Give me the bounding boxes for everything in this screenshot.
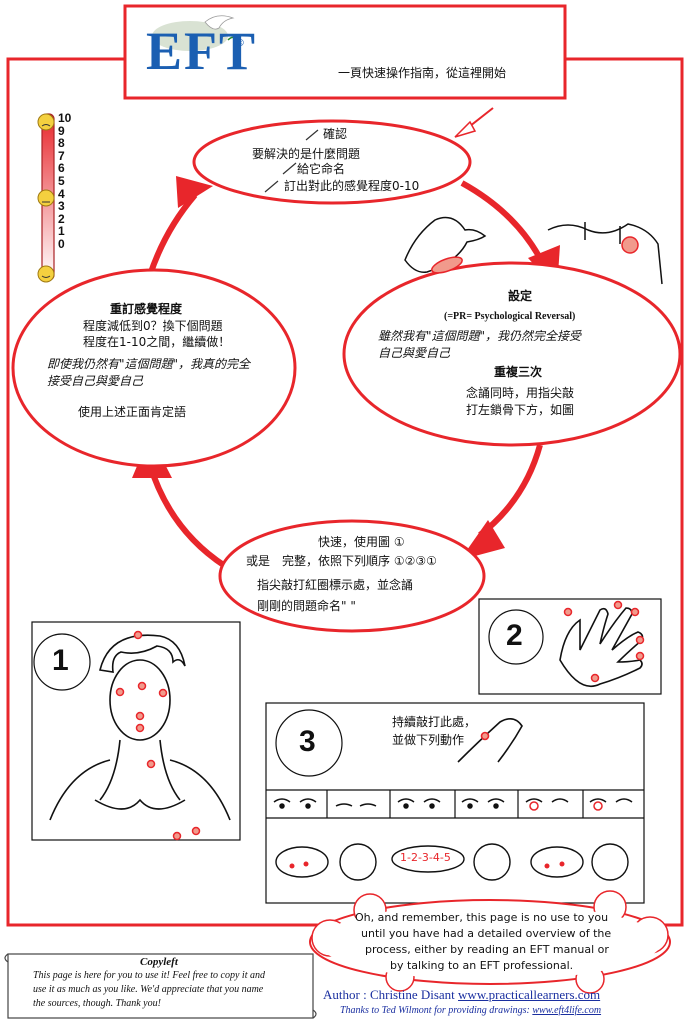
pencil-icon: [264, 129, 319, 193]
scale-label: 8: [58, 136, 65, 151]
panel-3-number: 3: [299, 725, 316, 758]
setup-title: 設定: [508, 289, 533, 303]
scale-label: 4: [58, 186, 65, 201]
cloud-line-3: process, either by reading an EFT manual…: [365, 943, 609, 956]
music-note-icons: [289, 861, 565, 869]
humming-counting-sketch: [275, 843, 629, 881]
confirm-line-rate: 訂出對此的感覺程度0-10: [284, 179, 420, 193]
tap-points-panel2: [563, 600, 645, 683]
copyleft-scroll: [7, 953, 314, 1019]
panel-1-number: 1: [52, 644, 69, 677]
ellipse-setup: [342, 261, 682, 447]
confirm-title: 確認: [323, 127, 348, 141]
chest-sketch: [547, 222, 663, 285]
tap-points-panel1: [115, 630, 201, 841]
sequence-line-3: 指尖敲打紅圈標示處，並念誦: [257, 578, 414, 592]
scale-label: 9: [58, 123, 65, 138]
eft-logo: EFT: [146, 21, 258, 81]
rerate-title: 重訂感覺程度: [110, 302, 183, 316]
face-chest-sketch: [49, 634, 231, 821]
author-label: Author : Christine Disant: [323, 987, 455, 1002]
scale-label: 2: [58, 211, 65, 226]
cloud-line-4: by talking to an EFT professional.: [390, 959, 574, 972]
header-subtitle: 一頁快速操作指南，從這裡開始: [338, 66, 507, 80]
panel-3-text-1: 持續敲打此處，: [392, 715, 477, 729]
rerate-line-4: 接受自己與愛自己: [47, 374, 144, 388]
setup-pr: (=PR= Psychological Reversal): [444, 311, 576, 322]
sequence-line-2: 或是 完整，依照下列順序 ①②③①: [246, 554, 437, 568]
scale-faces: [37, 113, 55, 283]
scale-label: 0: [58, 236, 65, 251]
rerate-line-1: 程度減低到0？換下個問題: [83, 319, 223, 333]
header-box: [123, 4, 567, 100]
ellipse-rerate: [11, 268, 297, 468]
cloud-line-2: until you have had a detailed overview o…: [361, 927, 612, 940]
thanks-line: Thanks to Ted Wilmont for providing draw…: [340, 1005, 601, 1017]
setup-affirm-2: 自己與愛自己: [378, 346, 451, 360]
scale-label: 3: [58, 199, 65, 214]
sequence-line-4: 剛剛的問題命名" ": [257, 599, 356, 613]
setup-tap-2: 打左鎖骨下方，如圖: [466, 403, 575, 417]
cloud-line-1: Oh, and remember, this page is no use to…: [355, 911, 609, 924]
setup-tap-1: 念誦同時，用指尖敲: [466, 386, 575, 400]
scale-label: 10: [58, 111, 72, 125]
copyleft-line-3: the sources, though. Thank you!: [33, 998, 161, 1009]
hand-chop-icon: [404, 216, 487, 274]
scale-label: 6: [58, 161, 65, 176]
rerate-line-3: 即使我仍然有"這個問題"，我真的完全: [47, 357, 251, 371]
eft-logo-icon: [152, 15, 239, 51]
thanks-link[interactable]: www.eft4life.com: [532, 1005, 602, 1016]
panel-2-number: 2: [506, 619, 523, 652]
setup-affirm-1: 雖然我有"這個問題"，我仍然完全接受: [378, 329, 582, 343]
panel-3-text-2: 並做下列動作: [392, 733, 465, 747]
gamut-hand-sketch: [457, 718, 523, 763]
sequence-line-1: 快速，使用圖 ①: [318, 535, 405, 549]
confirm-line-problem: 要解決的是什麼問題: [252, 147, 361, 161]
confirm-line-name: 給它命名: [297, 162, 346, 176]
rerate-line-2: 程度在1-10之間，繼續做！: [83, 335, 231, 349]
copyleft-title: Copyleft: [140, 956, 178, 968]
hand-sketch: [559, 607, 644, 688]
scale-label: 7: [58, 148, 65, 163]
rerate-line-5: 使用上述正面肯定語: [78, 405, 187, 419]
thanks-label: Thanks to Ted Wilmont for providing draw…: [340, 1005, 530, 1016]
scale-labels: 10 9 8 7 6 5 4 3 2 1 0: [58, 112, 78, 251]
eye-movement-icons: [273, 798, 633, 811]
registered-mark: ®: [235, 38, 245, 49]
author-line: Author : Christine Disant www.practicall…: [323, 987, 601, 1003]
ellipse-confirm: [192, 119, 472, 205]
setup-repeat: 重複三次: [494, 365, 543, 379]
author-link[interactable]: www.practicallearners.com: [458, 987, 601, 1002]
ellipse-sequence: [218, 519, 486, 633]
scale-label: 5: [58, 173, 65, 188]
copyleft-line-2: use it as much as you like. We'd appreci…: [33, 984, 264, 995]
count-text: 1-2-3-4-5: [400, 851, 451, 864]
scale-label: 1: [58, 224, 65, 239]
copyleft-line-1: This page is here for you to use it! Fee…: [33, 970, 265, 981]
